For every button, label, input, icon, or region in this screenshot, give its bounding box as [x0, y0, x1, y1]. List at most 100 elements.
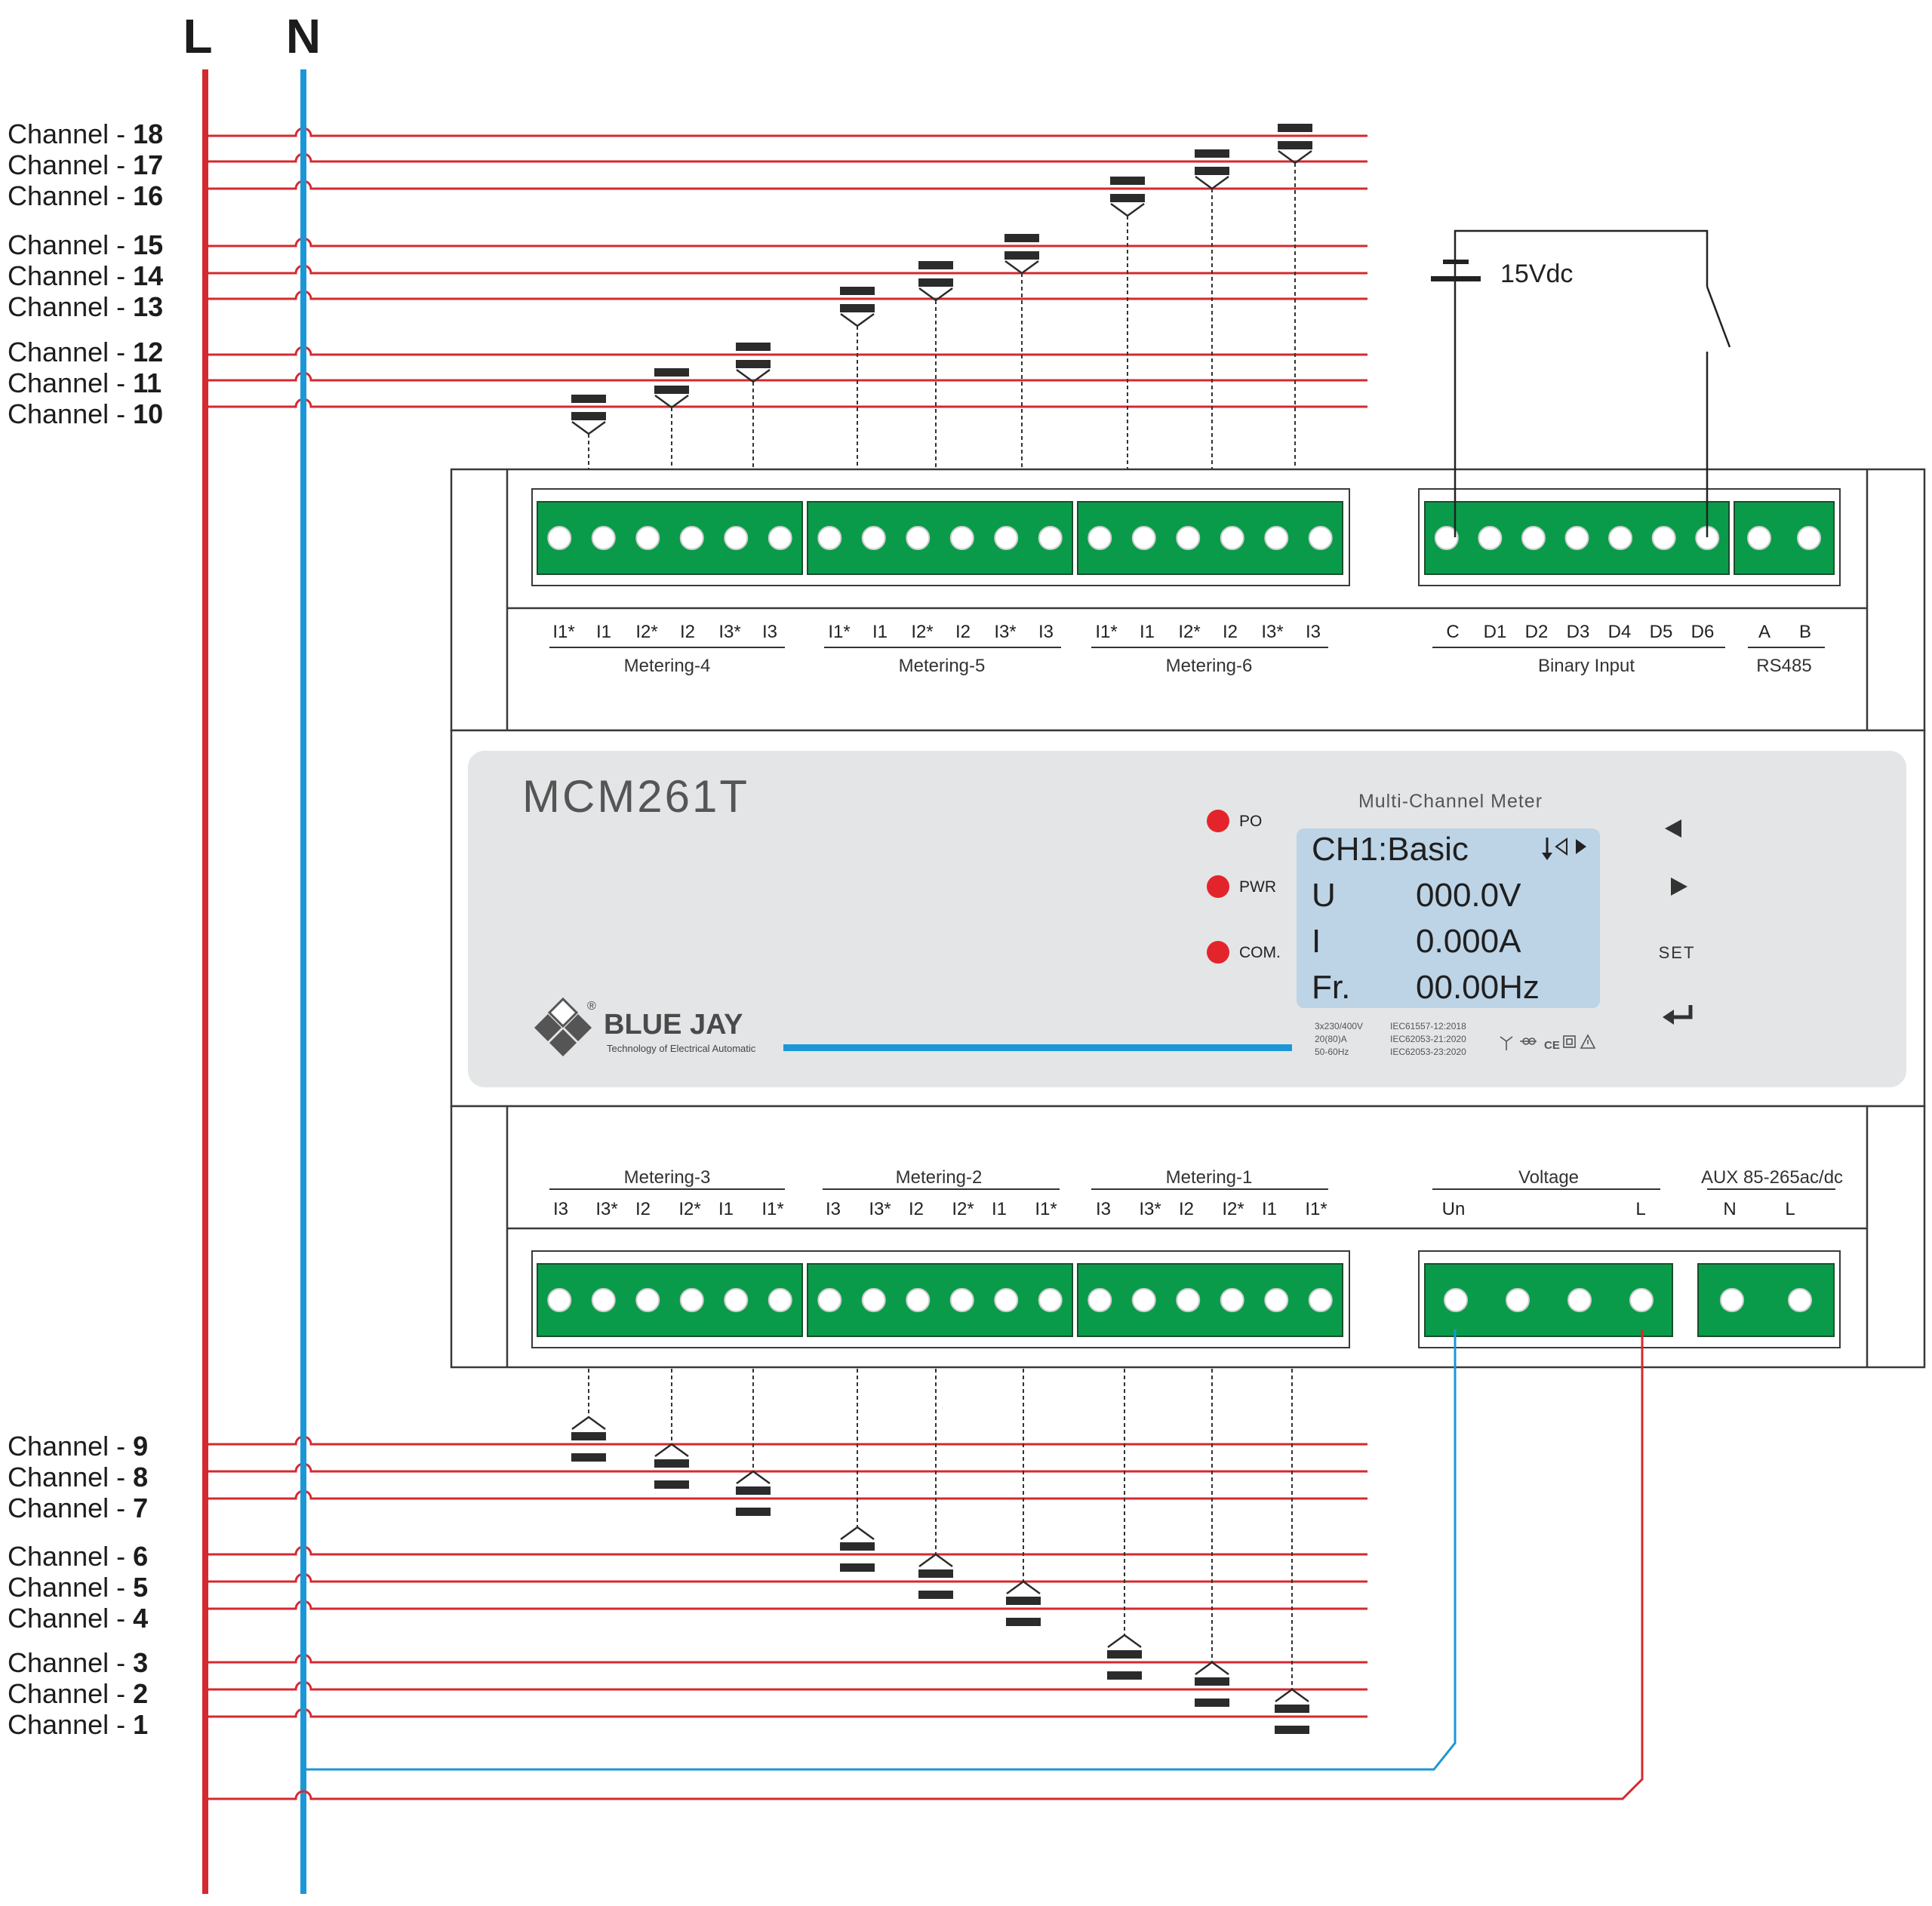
terminal-screw-icon[interactable] [861, 526, 886, 550]
lcd-current-label: I [1312, 923, 1321, 960]
channel-line-1 [205, 1708, 1367, 1718]
terminal-screw-icon[interactable] [1506, 1288, 1530, 1312]
terminal-screw-icon[interactable] [1308, 1288, 1333, 1312]
terminal-screw-icon[interactable] [1264, 1288, 1289, 1312]
group-label-metering-6: Metering-6 [1166, 656, 1253, 676]
group-label-voltage: Voltage [1518, 1167, 1579, 1188]
terminal-screw-icon[interactable] [1308, 526, 1333, 550]
terminal-screw-icon[interactable] [906, 1288, 931, 1312]
terminal-screw-icon[interactable] [1220, 526, 1244, 550]
terminal-screw-icon[interactable] [1788, 1288, 1812, 1312]
channel-line-7 [205, 1489, 1367, 1500]
terminal-screw-icon[interactable] [1478, 526, 1503, 550]
terminal-label: I1* [828, 622, 850, 642]
terminal-screw-icon[interactable] [1651, 526, 1676, 550]
terminal-label: I3 [826, 1199, 841, 1219]
terminal-screw-icon[interactable] [1720, 1288, 1744, 1312]
terminal-screw-icon[interactable] [1608, 526, 1633, 550]
terminal-block [807, 1263, 1073, 1337]
right-arrow-icon[interactable] [1671, 878, 1687, 896]
channel-label-15: Channel - 15 [8, 229, 163, 260]
terminal-screw-icon[interactable] [949, 1288, 974, 1312]
double-insulation-icon [1563, 1035, 1576, 1048]
terminal-screw-icon[interactable] [994, 1288, 1019, 1312]
terminal-screw-icon[interactable] [1131, 526, 1156, 550]
terminal-label: I1 [1262, 1199, 1277, 1219]
group-label-binary-input: Binary Input [1538, 656, 1635, 676]
led-label-pwr: PWR [1239, 878, 1276, 896]
set-button[interactable]: SET [1659, 943, 1696, 962]
terminal-label: I3* [718, 622, 740, 642]
terminal-screw-icon[interactable] [817, 1288, 842, 1312]
terminal-label: D1 [1484, 622, 1507, 642]
terminal-screw-icon[interactable] [861, 1288, 886, 1312]
blue-jay-logo-icon [534, 997, 592, 1056]
terminal-screw-icon[interactable] [1131, 1288, 1156, 1312]
terminal-screw-icon[interactable] [1434, 526, 1459, 550]
registered-mark: ® [587, 1000, 596, 1013]
meter-housing [450, 468, 1926, 1369]
lcd-line-1: CH1:Basic [1312, 831, 1469, 868]
terminal-screw-icon[interactable] [768, 526, 792, 550]
rating-current: 20(80)A [1315, 1034, 1347, 1044]
terminal-screw-icon[interactable] [635, 526, 660, 550]
channel-line-3 [205, 1653, 1367, 1664]
top-metering-strip-frame [531, 488, 1350, 586]
terminal-label: I2* [1222, 1199, 1244, 1219]
terminal-screw-icon[interactable] [1038, 1288, 1063, 1312]
terminal-label: I3* [994, 622, 1016, 642]
terminal-screw-icon[interactable] [1747, 526, 1771, 550]
terminal-screw-icon[interactable] [591, 1288, 616, 1312]
terminal-screw-icon[interactable] [1567, 1288, 1592, 1312]
group-label-aux-supply: AUX 85-265ac/dc [1701, 1167, 1843, 1188]
terminal-screw-icon[interactable] [1176, 526, 1201, 550]
ct-icon [1520, 1038, 1537, 1045]
terminal-screw-icon[interactable] [724, 1288, 749, 1312]
terminal-label: I2* [635, 622, 657, 642]
terminal-screw-icon[interactable] [547, 526, 572, 550]
group-label-metering-1: Metering-1 [1166, 1167, 1253, 1188]
binary-input-circuit: 15Vdc [1431, 229, 1731, 537]
terminal-screw-icon[interactable] [1264, 526, 1289, 550]
terminal-label: I3* [1139, 1199, 1161, 1219]
terminal-label: Un [1442, 1199, 1466, 1219]
terminal-screw-icon[interactable] [679, 1288, 704, 1312]
left-arrow-icon[interactable] [1665, 819, 1681, 838]
terminal-screw-icon[interactable] [1521, 526, 1546, 550]
channel-line-6 [205, 1545, 1367, 1556]
terminal-screw-icon[interactable] [1564, 526, 1589, 550]
terminal-screw-icon[interactable] [949, 526, 974, 550]
terminal-screw-icon[interactable] [591, 526, 616, 550]
terminal-screw-icon[interactable] [635, 1288, 660, 1312]
terminal-screw-icon[interactable] [1088, 526, 1112, 550]
channel-label-5: Channel - 5 [8, 1572, 148, 1603]
channel-line-14 [205, 264, 1367, 275]
led-label-po: PO [1239, 813, 1262, 830]
terminal-screw-icon[interactable] [1176, 1288, 1201, 1312]
terminal-screw-icon[interactable] [768, 1288, 792, 1312]
terminal-block [1697, 1263, 1835, 1337]
terminal-label: I3 [1096, 1199, 1111, 1219]
terminal-label: I1* [552, 622, 574, 642]
terminal-screw-icon[interactable] [994, 526, 1019, 550]
terminal-screw-icon[interactable] [906, 526, 931, 550]
terminal-label: I2 [1179, 1199, 1194, 1219]
enter-icon[interactable] [1663, 1005, 1693, 1025]
brand-tagline: Technology of Electrical Automatic [607, 1043, 756, 1054]
terminal-label: I1* [1305, 1199, 1327, 1219]
terminal-screw-icon[interactable] [1088, 1288, 1112, 1312]
pwr-led-icon [1207, 875, 1229, 898]
terminal-screw-icon[interactable] [547, 1288, 572, 1312]
terminal-screw-icon[interactable] [724, 526, 749, 550]
terminal-screw-icon[interactable] [679, 526, 704, 550]
terminal-screw-icon[interactable] [1038, 526, 1063, 550]
terminal-screw-icon[interactable] [817, 526, 842, 550]
supply-voltage-label: 15Vdc [1500, 260, 1573, 288]
wye-icon [1500, 1036, 1513, 1050]
terminal-label: I3 [1038, 622, 1054, 642]
terminal-screw-icon[interactable] [1629, 1288, 1654, 1312]
channel-line-12 [205, 346, 1367, 356]
terminal-screw-icon[interactable] [1220, 1288, 1244, 1312]
terminal-screw-icon[interactable] [1444, 1288, 1468, 1312]
terminal-screw-icon[interactable] [1797, 526, 1821, 550]
